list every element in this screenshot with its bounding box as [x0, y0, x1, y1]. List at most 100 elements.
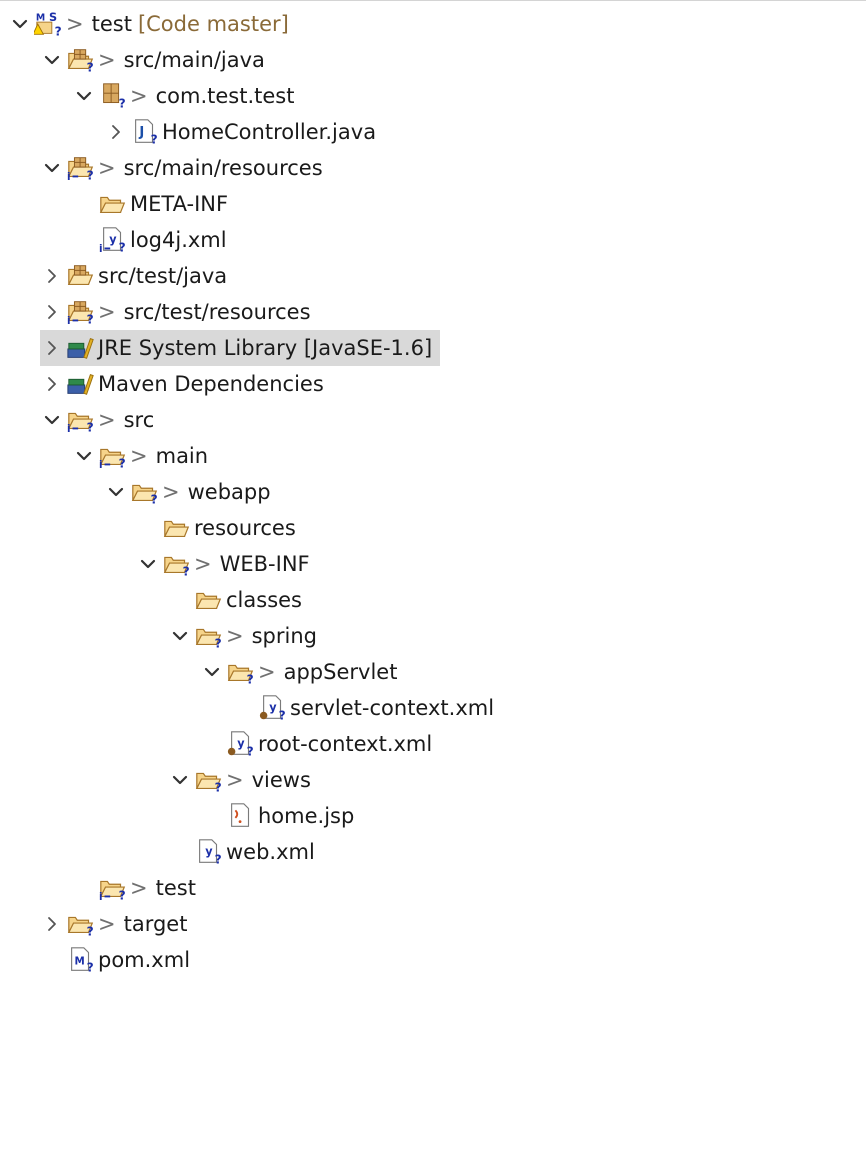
tree-row-label: test: [155, 876, 196, 900]
svg-text:S: S: [49, 11, 57, 24]
maven-pom-icon: M?: [64, 942, 98, 978]
dirty-marker: >: [226, 624, 244, 648]
tree-row-label: WEB-INF: [219, 552, 310, 576]
tree-row-views[interactable]: ?>views: [168, 762, 311, 798]
chevron-down-icon[interactable]: [104, 474, 128, 510]
svg-text:i: i: [99, 891, 103, 903]
tree-row-label: appServlet: [283, 660, 398, 684]
chevron-right-icon[interactable]: [40, 906, 64, 942]
tree-row-label: target: [123, 912, 188, 936]
chevron-down-icon[interactable]: [40, 42, 64, 78]
svg-text:?: ?: [87, 420, 94, 434]
folder-ignored-icon: i?: [96, 438, 130, 474]
svg-text:J: J: [138, 125, 144, 140]
tree-row-label: main: [155, 444, 209, 468]
tree-row-src-main-resources[interactable]: i?>src/main/resources: [40, 150, 323, 186]
chevron-right-icon[interactable]: [40, 330, 64, 366]
svg-text:i: i: [99, 243, 103, 255]
svg-text:?: ?: [119, 96, 126, 110]
tree-row-appservlet[interactable]: ? > appServlet: [200, 654, 397, 690]
tree-row-label: spring: [251, 624, 317, 648]
tree-row-label: webapp: [187, 480, 271, 504]
tree-row-maven-deps[interactable]: Maven Dependencies: [40, 366, 324, 402]
folder-unknown-icon: ?: [128, 474, 162, 510]
tree-row-webapp[interactable]: ? > webapp: [104, 474, 271, 510]
tree-row-home-jsp[interactable]: home.jsp: [200, 798, 354, 834]
tree-row-main[interactable]: i?>main: [72, 438, 208, 474]
tree-row-root-context[interactable]: y?root-context.xml: [200, 726, 432, 762]
tree-row-jre-selected[interactable]: JRE System Library [JavaSE-1.6]: [40, 330, 440, 366]
dirty-marker: >: [258, 660, 276, 684]
source-folder-plain-icon: [64, 258, 98, 294]
tree-row-src[interactable]: i?>src: [40, 402, 154, 438]
chevron-right-icon[interactable]: [40, 294, 64, 330]
chevron-right-icon[interactable]: [40, 258, 64, 294]
tree-row-com-test-test[interactable]: ?>com.test.test: [72, 78, 294, 114]
svg-text:?: ?: [87, 312, 94, 326]
tree-row-web-xml[interactable]: y?web.xml: [168, 834, 315, 870]
tree-row-target[interactable]: ?>target: [40, 906, 187, 942]
chevron-right-icon[interactable]: [40, 366, 64, 402]
dirty-marker: >: [194, 552, 212, 576]
chevron-down-icon[interactable]: [40, 402, 64, 438]
chevron-down-icon[interactable]: [72, 78, 96, 114]
folder-icon: [160, 510, 194, 546]
folder-unknown-icon: ?: [224, 654, 258, 690]
tree-row-label: src/test/resources: [123, 300, 311, 324]
tree-row-test-folder[interactable]: i?>test: [72, 870, 196, 906]
dirty-marker: >: [226, 768, 244, 792]
svg-text:i: i: [67, 171, 71, 183]
svg-text:?: ?: [215, 636, 222, 650]
xml-file-bean-icon: y?: [224, 726, 258, 762]
svg-text:?: ?: [119, 888, 126, 902]
tree-row-label: HomeController.java: [162, 120, 377, 144]
svg-text:y: y: [237, 737, 245, 750]
chevron-down-icon[interactable]: [136, 546, 160, 582]
tree-row-label: web.xml: [226, 840, 315, 864]
tree-row-src-test-resources[interactable]: i?>src/test/resources: [40, 294, 311, 330]
tree-row-spring[interactable]: ? > spring: [168, 618, 317, 654]
folder-ignored-icon: i?: [64, 402, 98, 438]
git-branch-decoration: [Code master]: [137, 12, 289, 36]
tree-row-pom[interactable]: M?pom.xml: [40, 942, 190, 978]
tree-row-resources[interactable]: resources: [136, 510, 296, 546]
tree-row-label: resources: [194, 516, 296, 540]
dirty-marker: >: [162, 480, 180, 504]
svg-text:M: M: [36, 12, 45, 23]
svg-text:?: ?: [215, 780, 222, 794]
chevron-down-icon[interactable]: [200, 654, 224, 690]
xml-file-bean-icon: y?: [256, 690, 290, 726]
tree-row-label: test: [91, 12, 132, 36]
chevron-down-icon[interactable]: [8, 6, 32, 42]
tree-row-web-inf[interactable]: ?> WEB-INF: [136, 546, 310, 582]
java-file-icon: J?: [128, 114, 162, 150]
tree-row-meta-inf[interactable]: META-INF: [72, 186, 228, 222]
tree-row-src-test-java[interactable]: src/test/java: [40, 258, 227, 294]
view-top-border: [0, 0, 866, 4]
chevron-down-icon[interactable]: [40, 150, 64, 186]
svg-text:?: ?: [119, 240, 126, 254]
tree-row-src-main-java[interactable]: ?>src/main/java: [40, 42, 265, 78]
chevron-right-icon[interactable]: [104, 114, 128, 150]
tree-row-classes[interactable]: classes: [168, 582, 302, 618]
tree-row-servlet-context[interactable]: y?servlet-context.xml: [232, 690, 494, 726]
chevron-down-icon[interactable]: [168, 762, 192, 798]
svg-text:?: ?: [151, 492, 158, 506]
chevron-down-icon[interactable]: [72, 438, 96, 474]
source-folder-icon: ?: [64, 42, 98, 78]
svg-text:?: ?: [87, 60, 94, 74]
svg-text:?: ?: [279, 708, 286, 722]
svg-text:?: ?: [87, 960, 94, 974]
folder-unknown-icon: ?: [160, 546, 194, 582]
tree-row-label: src/test/java: [98, 264, 228, 288]
svg-text:?: ?: [55, 24, 62, 38]
dirty-marker: >: [98, 48, 116, 72]
tree-row-homecontroller[interactable]: J?HomeController.java: [104, 114, 376, 150]
svg-text:?: ?: [247, 672, 254, 686]
svg-text:i: i: [67, 315, 71, 327]
chevron-down-icon[interactable]: [168, 618, 192, 654]
